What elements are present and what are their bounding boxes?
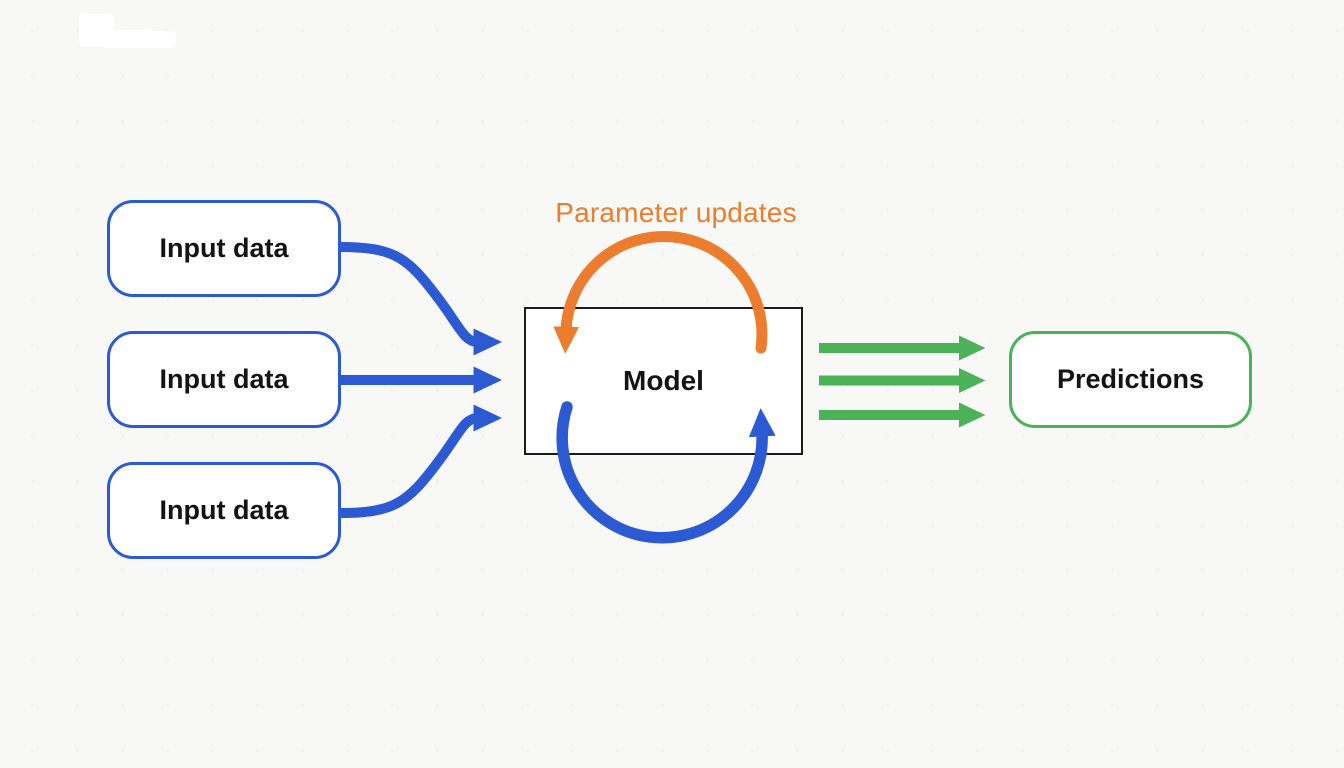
training-feedback-loop-arrow [556,401,776,544]
predictions-label: Predictions [1056,364,1205,394]
background-artifact [103,30,153,48]
input-data-label: Input data [159,233,289,263]
input-arrow-top [339,242,502,356]
input-data-label: Input data [159,364,289,394]
predictions-box: Predictions [1009,331,1252,428]
input-data-box-2: Input data [107,331,341,428]
background-artifact [145,31,176,48]
input-arrow-bottom [339,404,502,518]
input-data-box-1: Input data [107,200,341,297]
parameter-updates-label: Parameter updates [555,197,797,228]
model-label: Model [623,365,704,396]
input-data-label: Input data [159,495,289,525]
input-data-box-3: Input data [107,462,341,559]
parameter-update-loop-arrow [553,231,768,354]
